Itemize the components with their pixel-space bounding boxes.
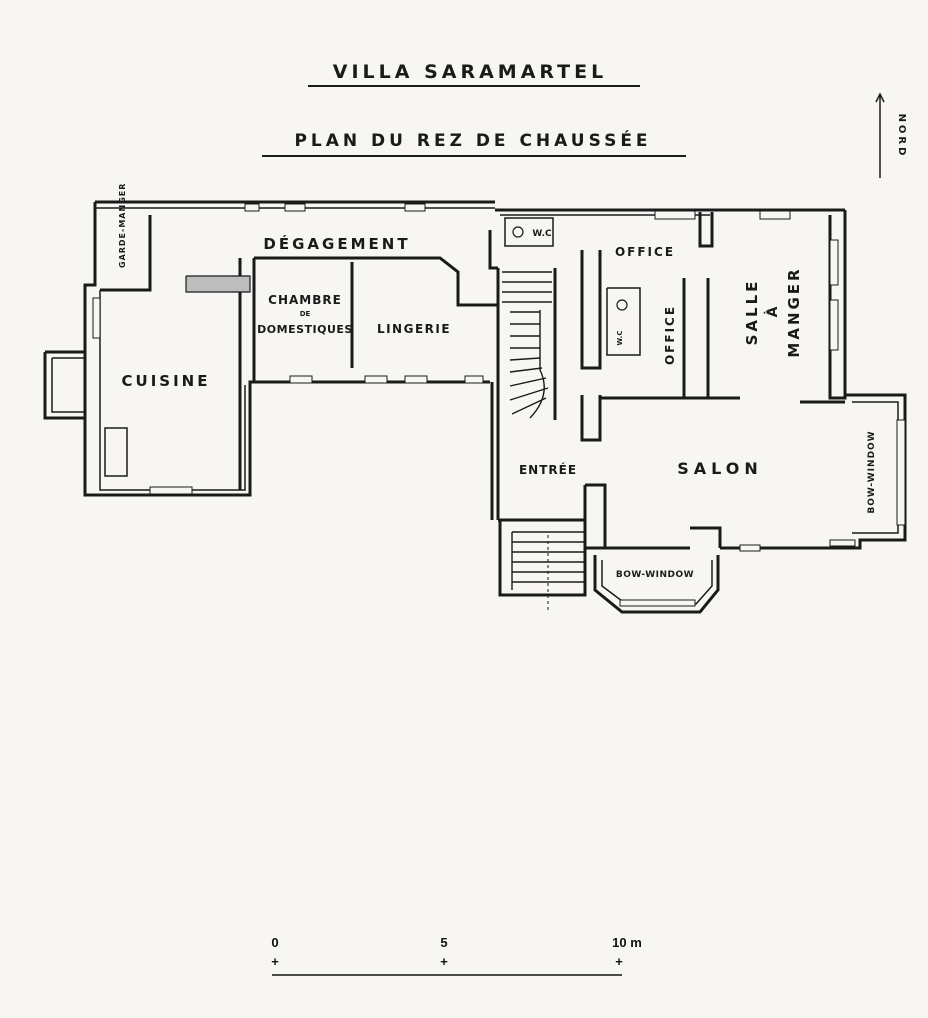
label-wc-mid: W.C (616, 331, 624, 346)
wc-top-icon (512, 226, 524, 238)
north-arrow: NORD (875, 92, 907, 178)
scale-tick-10: 10 m (612, 935, 642, 950)
scale-tick-0: 0 (271, 935, 278, 950)
wc-mid-icon (616, 299, 628, 311)
label-salle-line1: SALLE (743, 279, 761, 346)
building-walls (43, 200, 907, 614)
label-degagement: DÉGAGEMENT (263, 234, 410, 253)
label-chambre-line3: DOMESTIQUES (257, 323, 353, 336)
scale-bar: 0 5 10 m + + + (271, 935, 642, 976)
label-bow-window-right: BOW-WINDOW (867, 430, 877, 513)
main-staircase (502, 271, 552, 419)
scale-cross-0: + (271, 954, 279, 969)
title-block: VILLA SARAMARTEL PLAN DU REZ DE CHAUSSÉE (262, 61, 686, 157)
label-bow-window-bottom: BOW-WINDOW (616, 570, 694, 580)
label-salle-line3: MANGER (785, 266, 803, 357)
scale-cross-5: + (440, 954, 448, 969)
label-wc-top: W.C (532, 229, 552, 239)
room-labels: GARDE-MANGER DÉGAGEMENT CHAMBRE DE DOMES… (118, 183, 877, 580)
scale-tick-5: 5 (440, 935, 447, 950)
plan-title: VILLA SARAMARTEL (333, 61, 607, 83)
label-garde-manger: GARDE-MANGER (118, 183, 127, 268)
label-office-top: OFFICE (615, 245, 675, 259)
label-cuisine: CUISINE (122, 372, 211, 390)
scale-cross-10: + (615, 954, 623, 969)
label-salle-line2: À (764, 306, 781, 317)
label-lingerie: LINGERIE (377, 322, 451, 336)
label-salon: SALON (677, 459, 763, 478)
north-label: NORD (896, 114, 907, 159)
label-entree: ENTRÉE (519, 462, 577, 477)
label-office-side: OFFICE (663, 305, 677, 365)
label-chambre-line1: CHAMBRE (268, 293, 342, 307)
label-chambre-line2: DE (300, 310, 311, 318)
plan-subtitle: PLAN DU REZ DE CHAUSSÉE (294, 129, 651, 151)
